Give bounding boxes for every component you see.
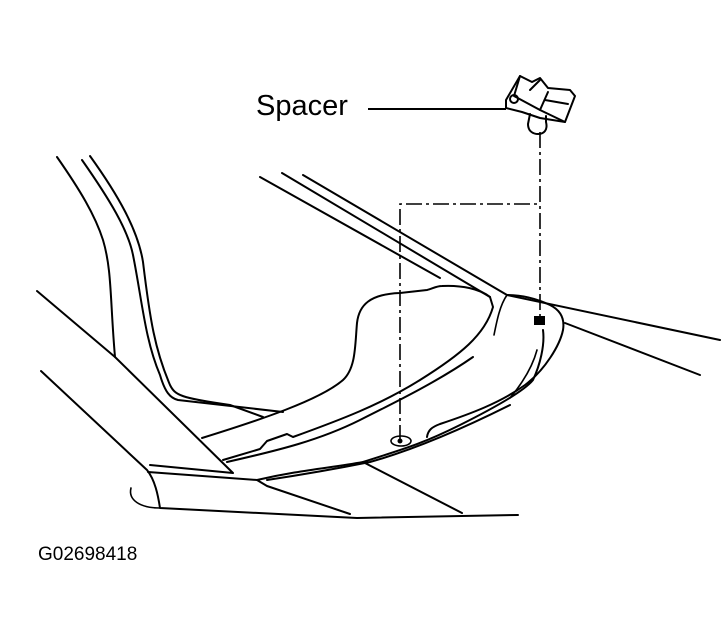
spoiler-top-edge (222, 296, 494, 461)
pillar-outer-edge (56, 156, 116, 358)
window-bump (201, 284, 491, 439)
spoiler-rib (493, 294, 508, 336)
lower-edge (147, 471, 351, 515)
figure-id: G02698418 (38, 544, 138, 565)
spoiler-lower-edge-2 (266, 404, 511, 481)
quarter-line-2 (564, 322, 701, 376)
mount-hole (390, 435, 412, 447)
roof-line-2 (281, 172, 491, 298)
body-diagonal-2 (40, 370, 519, 519)
mount-square (534, 316, 545, 325)
roof-line (259, 176, 441, 279)
hook (129, 487, 161, 509)
spoiler-lower-edge (256, 329, 545, 481)
pillar-inner-edge-2 (89, 155, 264, 418)
body-diagonal (36, 290, 234, 474)
lower-diagonal (362, 461, 463, 514)
guide-line (399, 203, 540, 441)
spoiler-short-line (509, 349, 538, 399)
pillar-inner-edge (81, 159, 284, 413)
quarter-line (506, 294, 721, 341)
spacer-callout: Spacer (256, 90, 348, 122)
roof-line-3 (302, 174, 508, 296)
spoiler-inner-line (226, 356, 474, 463)
spacer-part (505, 75, 576, 135)
